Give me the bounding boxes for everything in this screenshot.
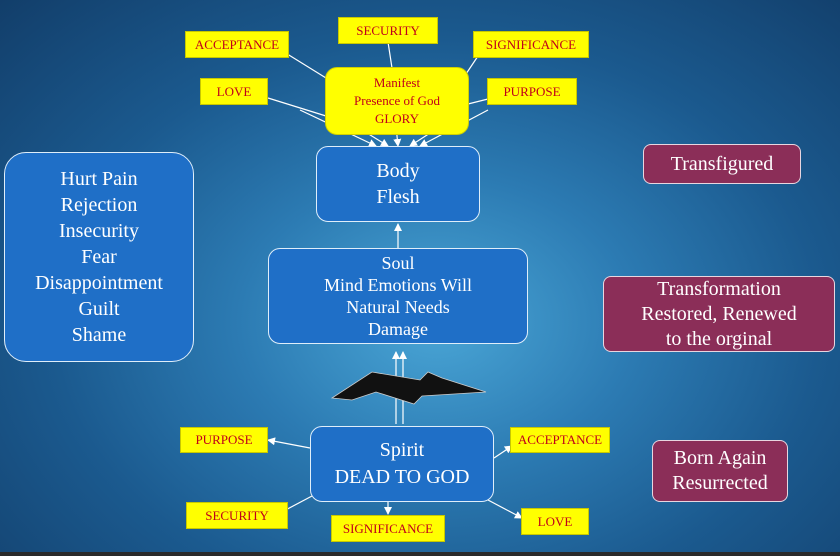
wound-rejection: Rejection: [60, 194, 138, 216]
wound-guilt: Guilt: [78, 298, 120, 320]
glory-line-3: GLORY: [374, 111, 420, 126]
state-transfigured: Transfigured: [643, 144, 801, 184]
tag-significance-top: SIGNIFICANCE: [473, 31, 589, 58]
tag-purpose-bottom: PURPOSE: [180, 427, 268, 453]
spirit-box: Spirit DEAD TO GOD: [310, 426, 494, 502]
glory-line-2: Presence of God: [354, 93, 440, 108]
connector-significance-top: [465, 55, 479, 75]
soul-line-1: Soul: [381, 253, 415, 273]
wound-fear: Fear: [81, 246, 117, 268]
soul-box: Soul Mind Emotions Will Natural Needs Da…: [268, 248, 528, 344]
wound-insecurity: Insecurity: [59, 220, 139, 242]
connector-love-bottom: [487, 499, 523, 519]
spirit-line-1: Spirit: [379, 439, 425, 461]
body-box: Body Flesh: [316, 146, 480, 222]
connector-acceptance-bottom: [493, 445, 513, 459]
lightning-bolt-icon: [330, 371, 487, 405]
glory-box: Manifest Presence of God GLORY: [325, 67, 469, 135]
body-line-2: Flesh: [376, 186, 420, 208]
body-line-1: Body: [376, 160, 420, 182]
connector-purpose-bottom: [267, 437, 311, 449]
soul-line-4: Damage: [368, 319, 428, 339]
transformation-line-1: Transformation: [657, 277, 781, 300]
connector-security-top: [387, 41, 393, 69]
transformation-line-3: to the orginal: [665, 327, 773, 350]
wound-shame: Shame: [71, 324, 127, 346]
connector-love-top: [267, 97, 327, 117]
wound-hurt-pain: Hurt Pain: [60, 168, 138, 190]
born-again-line-2: Resurrected: [672, 472, 768, 494]
wound-disappointment: Disappointment: [35, 272, 163, 294]
glory-line-1: Manifest: [373, 75, 421, 90]
transfigured-line-1: Transfigured: [670, 152, 774, 175]
tag-security-top: SECURITY: [338, 17, 438, 44]
tag-acceptance-bottom: ACCEPTANCE: [510, 427, 610, 453]
transformation-line-2: Restored, Renewed: [641, 302, 797, 325]
soul-line-2: Mind Emotions Will: [324, 275, 472, 295]
tag-significance-bottom: SIGNIFICANCE: [331, 515, 445, 542]
bottom-edge-bar: [0, 552, 840, 556]
soul-line-3: Natural Needs: [346, 297, 450, 317]
tag-acceptance-top: ACCEPTANCE: [185, 31, 289, 58]
state-transformation: Transformation Restored, Renewed to the …: [603, 276, 835, 352]
connector-acceptance-top: [283, 51, 327, 79]
wounds-box: Hurt Pain Rejection Insecurity Fear Disa…: [4, 152, 194, 362]
tag-love-top: LOVE: [200, 78, 268, 105]
spirit-line-2: DEAD TO GOD: [334, 466, 470, 488]
state-born-again: Born Again Resurrected: [652, 440, 788, 502]
tag-love-bottom: LOVE: [521, 508, 589, 535]
tag-security-bottom: SECURITY: [186, 502, 288, 529]
born-again-line-1: Born Again: [673, 447, 767, 469]
tag-purpose-top: PURPOSE: [487, 78, 577, 105]
